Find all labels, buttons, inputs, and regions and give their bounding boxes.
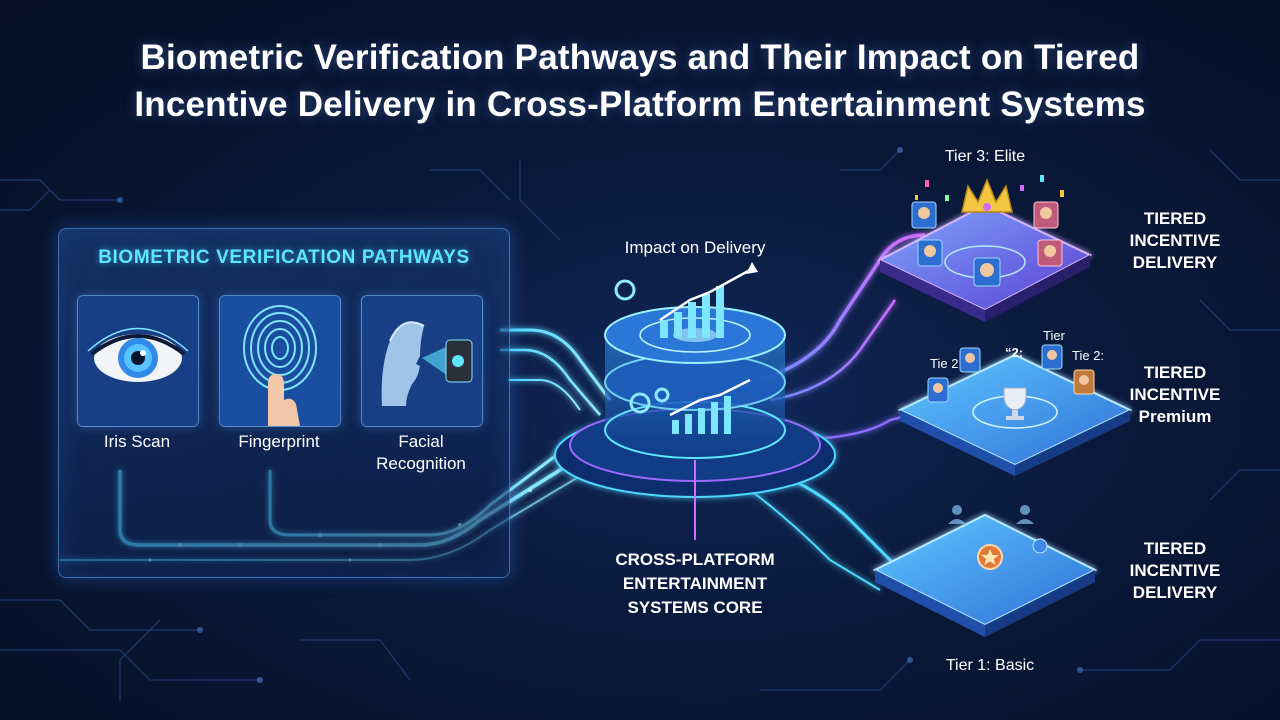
- facial-recognition-label-line-2: Recognition: [376, 454, 466, 473]
- fingerprint-card[interactable]: [219, 295, 341, 427]
- eye-icon: [78, 296, 198, 426]
- elite-side-label-line-3: DELIVERY: [1132, 253, 1218, 272]
- basic-side-label: TIERED INCENTIVE DELIVERY: [1100, 538, 1250, 604]
- title-line-2: Incentive Delivery in Cross-Platform Ent…: [134, 85, 1146, 124]
- basic-user-icons: [948, 505, 1034, 524]
- biometric-panel: BIOMETRIC VERIFICATION PATHWAYS: [58, 228, 510, 578]
- fingerprint-icon: [220, 296, 340, 426]
- tier-basic-title: Tier 1: Basic: [945, 657, 1035, 674]
- facial-recognition-label: Facial Recognition: [351, 431, 491, 475]
- star-badge-icon: [977, 538, 1048, 570]
- fingerprint-label: Fingerprint: [238, 432, 320, 451]
- face-scan-icon: [362, 296, 482, 426]
- premium-tag-4: Tie 2:: [1072, 348, 1105, 363]
- crown-icon: [961, 178, 1013, 213]
- page-title: Biometric Verification Pathways and Thei…: [0, 34, 1280, 128]
- premium-side-label: TIERED INCENTIVE Premium: [1100, 362, 1250, 428]
- core-label-line-1: CROSS-PLATFORM: [615, 550, 775, 569]
- premium-avatars: [927, 344, 1095, 403]
- core-stack: [554, 306, 836, 540]
- premium-side-label-line-2: INCENTIVE: [1129, 385, 1221, 404]
- impact-on-delivery-label: Impact on Delivery: [624, 238, 766, 257]
- basic-side-label-line-1: TIERED: [1143, 539, 1207, 558]
- core-label: CROSS-PLATFORM ENTERTAINMENT SYSTEMS COR…: [575, 548, 815, 620]
- premium-tag-2: “2:: [1005, 345, 1024, 360]
- iris-scan-label: Iris Scan: [103, 432, 171, 451]
- elite-side-label: TIERED INCENTIVE DELIVERY: [1100, 208, 1250, 274]
- premium-tag-3: Tier: [1043, 328, 1065, 343]
- basic-side-label-line-3: DELIVERY: [1132, 583, 1218, 602]
- iris-scan-card[interactable]: [77, 295, 199, 427]
- growth-chart-icon: [659, 262, 758, 434]
- core-label-line-2: ENTERTAINMENT: [622, 574, 768, 593]
- premium-tag-1: Tie 2: [930, 356, 959, 371]
- confetti: [915, 175, 1064, 201]
- facial-recognition-label-line-1: Facial: [398, 432, 444, 451]
- basic-side-label-line-2: INCENTIVE: [1129, 561, 1221, 580]
- facial-recognition-card[interactable]: [361, 295, 483, 427]
- trophy-icon: [1003, 387, 1027, 420]
- premium-side-label-line-1: TIERED: [1143, 363, 1207, 382]
- elite-avatars: [911, 201, 1063, 287]
- title-line-1: Biometric Verification Pathways and Thei…: [140, 38, 1140, 77]
- gear-icon: [614, 279, 670, 414]
- core-label-line-3: SYSTEMS CORE: [627, 598, 763, 617]
- elite-side-label-line-2: INCENTIVE: [1129, 231, 1221, 250]
- tier-basic-platform: [872, 513, 1098, 637]
- tier-elite-title: Tier 3: Elite: [944, 148, 1026, 165]
- elite-side-label-line-1: TIERED: [1143, 209, 1207, 228]
- biometric-panel-heading: BIOMETRIC VERIFICATION PATHWAYS: [98, 247, 470, 268]
- premium-side-label-line-3: Premium: [1138, 407, 1212, 426]
